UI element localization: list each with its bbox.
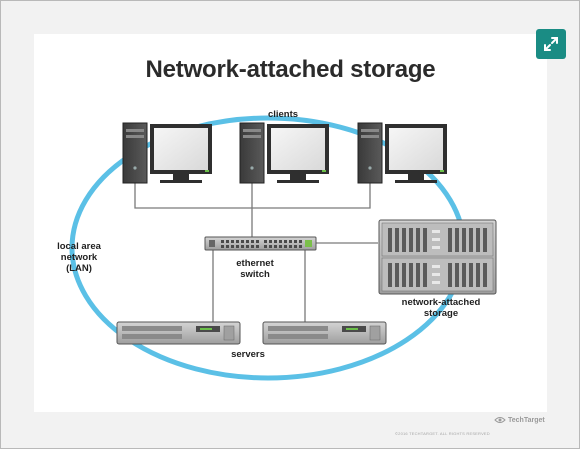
expand-button[interactable] [536,29,566,59]
servers-label: servers [231,349,265,360]
nas-label: network-attached storage [401,297,481,319]
techtarget-eye-icon [494,417,506,423]
clients-label: clients [267,109,299,120]
ethernet-switch-label: ethernet switch [236,258,274,280]
expand-arrows-icon [544,37,558,51]
diagram-card [34,34,547,412]
copyright-text: ©2016 TECHTARGET. ALL RIGHTS RESERVED [395,431,490,436]
techtarget-logo: TechTarget [494,416,545,424]
diagram-title: Network-attached storage [145,56,436,83]
logo-text: TechTarget [508,416,545,424]
lan-label: local area network (LAN) [57,241,101,274]
